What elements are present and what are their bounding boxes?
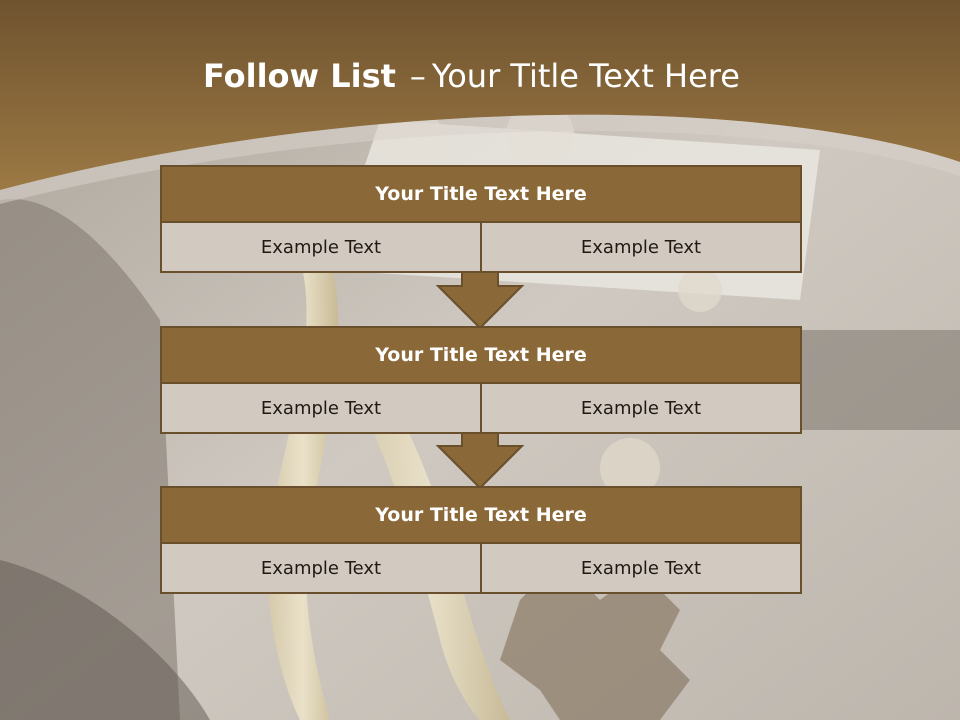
block-title: Your Title Text Here <box>160 486 802 544</box>
list-block-2: Your Title Text Here Example Text Exampl… <box>160 326 802 434</box>
list-block-3: Your Title Text Here Example Text Exampl… <box>160 486 802 594</box>
block-row: Example Text Example Text <box>160 384 802 434</box>
title-dash: – <box>409 57 426 95</box>
block-cell-right: Example Text <box>482 384 802 434</box>
title-band <box>0 0 960 190</box>
list-block-1: Your Title Text Here Example Text Exampl… <box>160 165 802 273</box>
title-rest-part: Your Title Text Here <box>431 57 740 95</box>
block-cell-right: Example Text <box>482 544 802 594</box>
cross-shape <box>500 560 690 720</box>
title-bold-part: Follow List <box>203 57 396 95</box>
block-title: Your Title Text Here <box>160 326 802 384</box>
block-title: Your Title Text Here <box>160 165 802 223</box>
block-cell-left: Example Text <box>160 223 482 273</box>
slide-title: Follow List–Your Title Text Here <box>0 52 943 100</box>
block-row: Example Text Example Text <box>160 223 802 273</box>
block-cell-right: Example Text <box>482 223 802 273</box>
block-cell-left: Example Text <box>160 384 482 434</box>
block-row: Example Text Example Text <box>160 544 802 594</box>
block-cell-left: Example Text <box>160 544 482 594</box>
